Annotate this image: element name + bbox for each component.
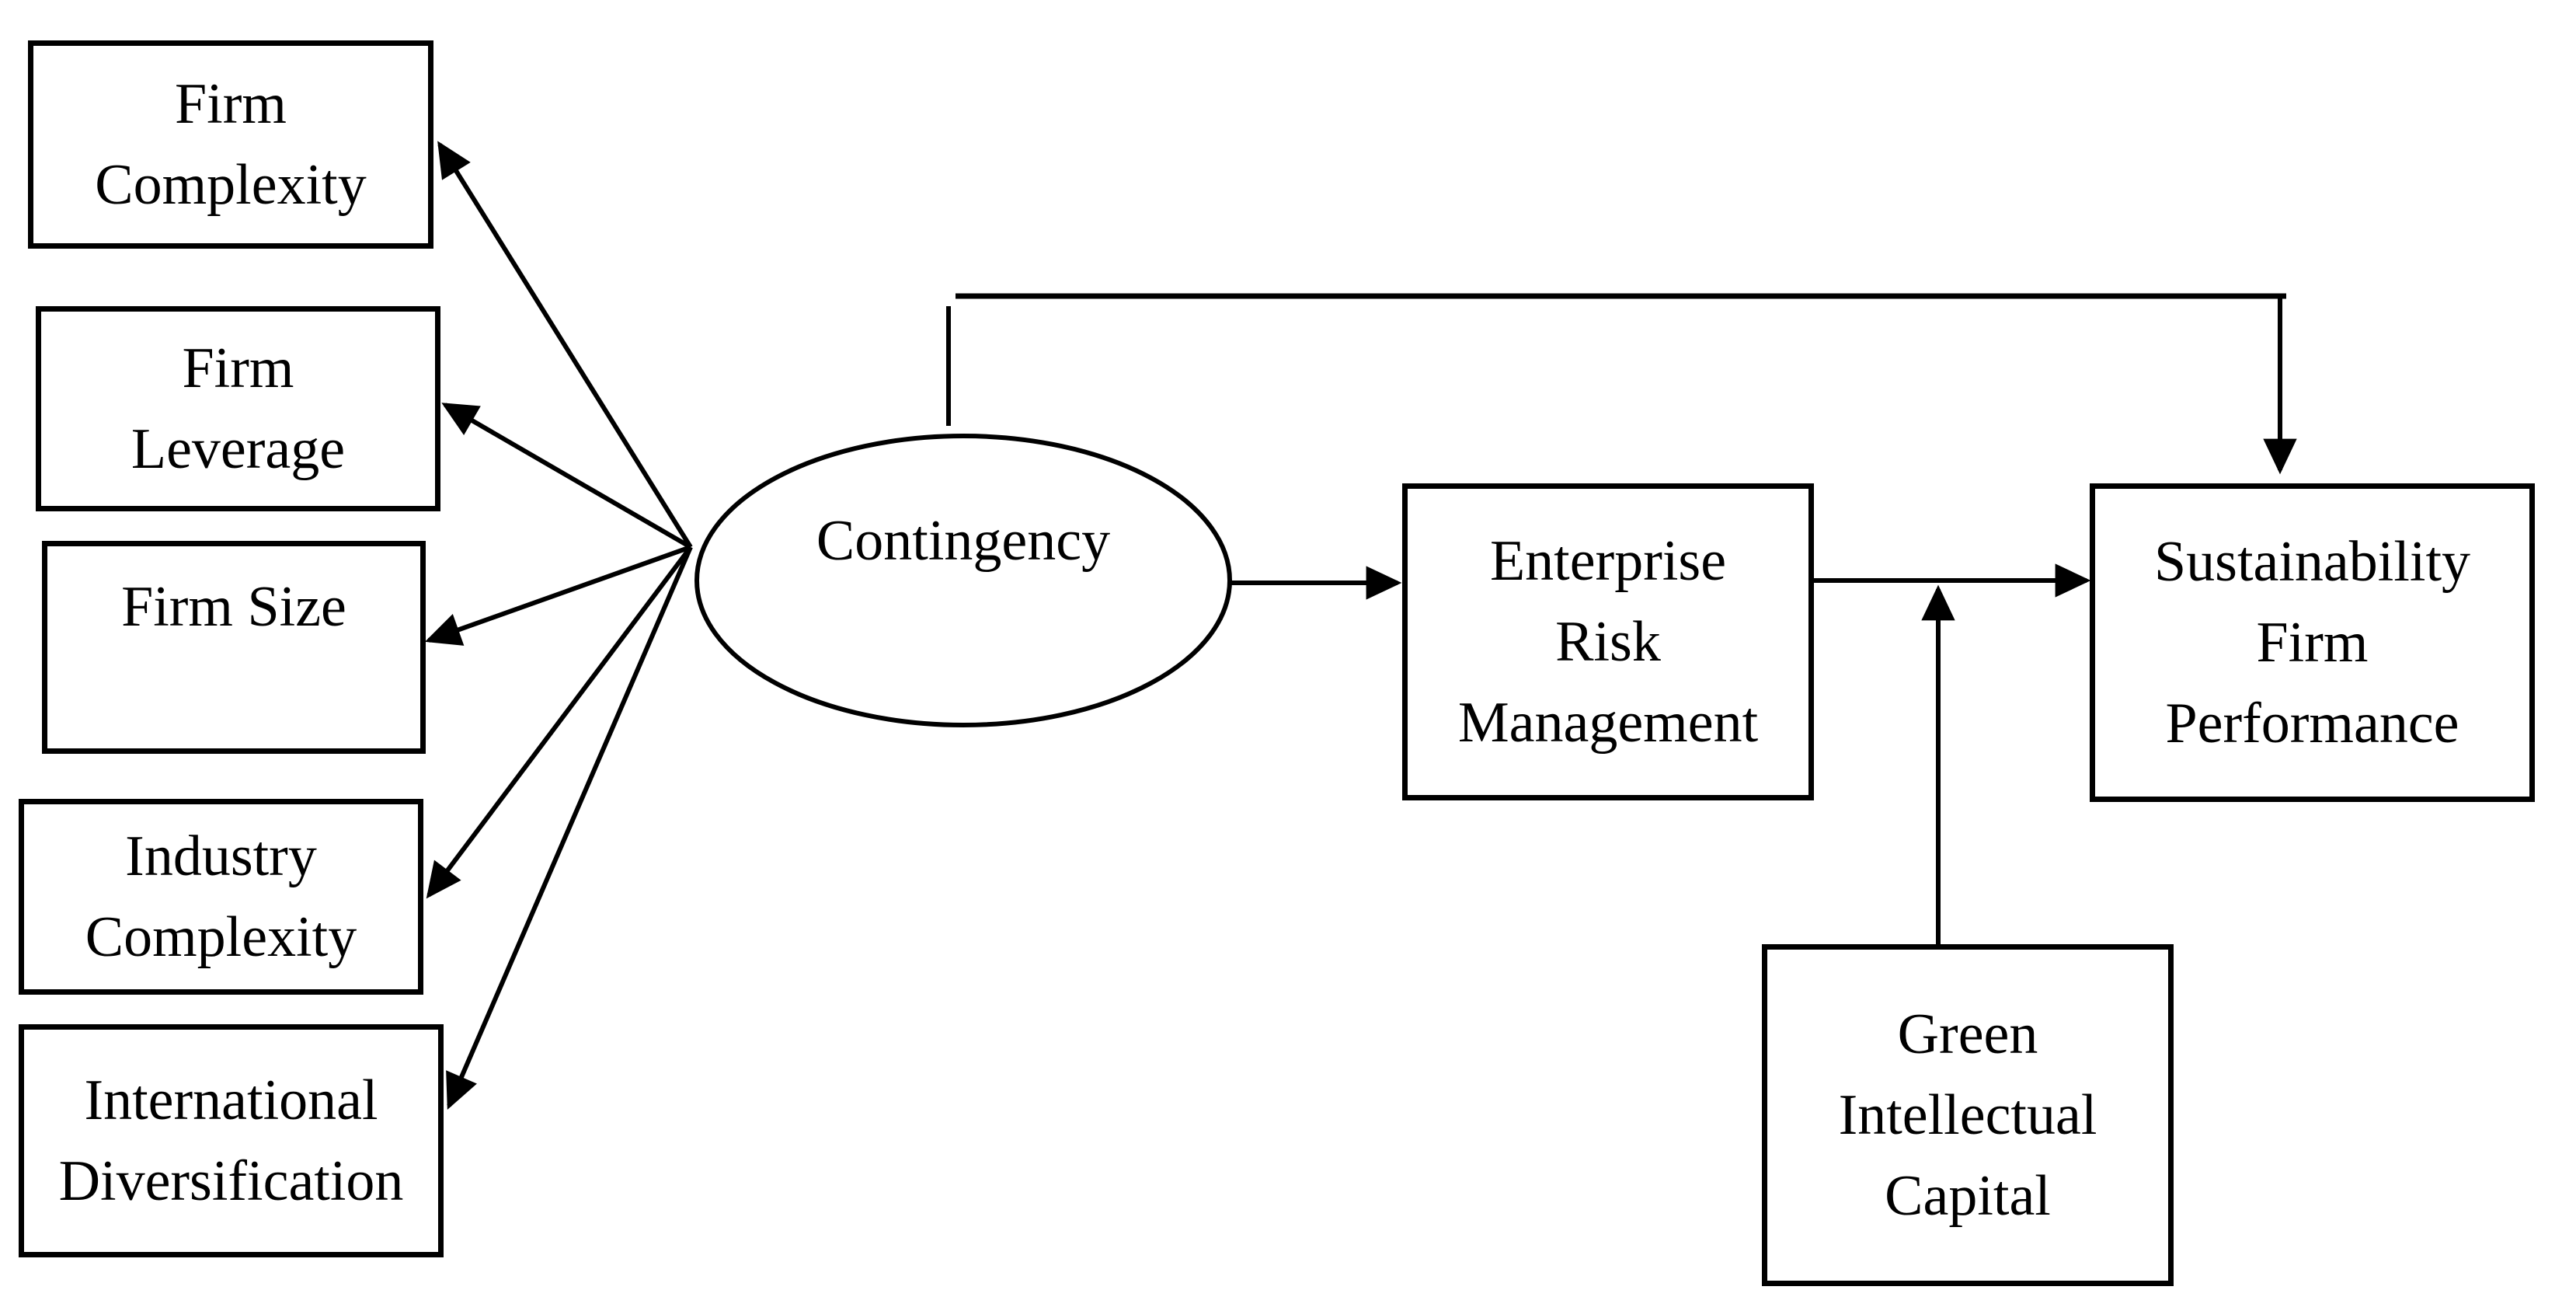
node-gic-line-2: Intellectual [1838,1083,2097,1147]
arrow-contingency-to-firm-leverage [441,403,692,549]
arrow-contingency-to-firm-size [424,545,692,646]
node-contingency-label: Contingency [816,509,1111,573]
node-sfp-line-1: Sustainability [2154,530,2470,594]
node-green-intellectual-capital: Green Intellectual Capital [1762,944,2174,1286]
node-industry-complexity-line-2: Complexity [85,905,357,969]
node-firm-size-line-1: Firm Size [121,575,346,639]
arrow-contingency-to-industry-complexity [426,546,693,899]
node-industry-complexity: Industry Complexity [19,799,423,995]
node-international-diversification-line-2: Diversification [58,1149,404,1213]
node-firm-leverage: Firm Leverage [36,306,440,511]
node-firm-size: Firm Size [42,541,426,754]
node-industry-complexity-line-1: Industry [125,825,317,888]
node-sfp-line-3: Performance [2165,692,2459,755]
node-international-diversification-line-1: International [84,1069,378,1132]
node-international-diversification: International Diversification [19,1024,444,1257]
node-enterprise-risk-management: Enterprise Risk Management [1402,483,1814,800]
node-firm-leverage-line-2: Leverage [131,417,346,481]
arrow-contingency-to-international-diversification [446,546,693,1110]
node-erm-line-2: Risk [1555,610,1661,674]
node-gic-line-3: Capital [1885,1164,2051,1228]
node-sustainability-firm-performance: Sustainability Firm Performance [2090,483,2535,802]
node-contingency: Contingency [697,435,1230,726]
node-erm-line-3: Management [1457,691,1759,755]
node-firm-complexity-line-1: Firm [175,72,287,136]
arrow-contingency-to-firm-complexity [437,141,693,549]
node-firm-complexity: Firm Complexity [28,40,433,249]
node-gic-line-1: Green [1897,1002,2038,1066]
node-sfp-line-2: Firm [2256,611,2369,675]
node-erm-line-1: Enterprise [1489,529,1727,593]
node-firm-leverage-line-1: Firm [182,336,294,400]
node-firm-complexity-line-2: Complexity [95,153,367,217]
